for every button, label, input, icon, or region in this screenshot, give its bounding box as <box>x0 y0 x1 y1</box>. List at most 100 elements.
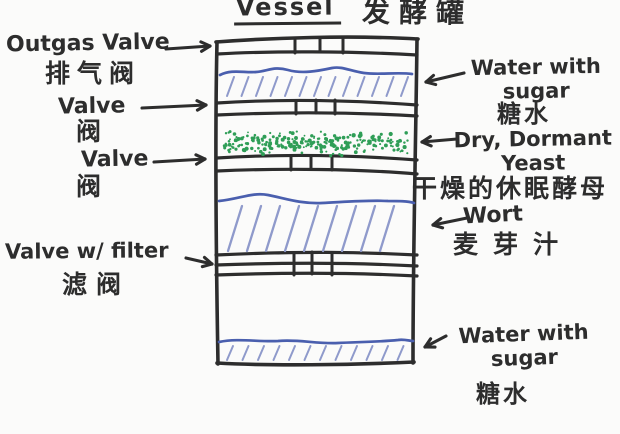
yeast-dot <box>244 146 249 151</box>
yeast-dot <box>338 136 342 140</box>
yeast-dot <box>314 145 319 150</box>
yeast-dot <box>348 133 352 137</box>
yeast-dot <box>325 142 328 145</box>
yeast-dot <box>305 145 308 148</box>
yeast-dot <box>403 141 406 144</box>
yeast-dot <box>261 143 264 146</box>
yeast-dot <box>323 133 327 137</box>
yeast-dot <box>389 138 393 142</box>
yeast-dot <box>268 151 271 154</box>
yeast-dot <box>284 146 288 150</box>
yeast-dot <box>229 138 231 141</box>
yeast-dot <box>294 136 298 140</box>
label-outgas-valve-zh: 排气阀 <box>45 59 142 88</box>
yeast-dot <box>229 147 232 151</box>
yeast-dot <box>235 136 238 139</box>
yeast-dot <box>406 152 409 155</box>
yeast-dot <box>231 142 235 146</box>
label-valve-filter-en: Valve w/ filter <box>4 238 169 264</box>
wort-section <box>217 192 416 253</box>
yeast-dot <box>278 132 281 135</box>
yeast-dot <box>302 146 305 149</box>
yeast-dot <box>329 154 333 158</box>
yeast-dot <box>227 142 232 147</box>
yeast-dot <box>306 142 310 147</box>
yeast-dot <box>404 131 408 135</box>
yeast-dot <box>276 145 279 148</box>
yeast-dot <box>322 145 327 149</box>
arrow-left-icon-water-bottom <box>423 334 448 349</box>
yeast-dot <box>295 130 298 133</box>
yeast-dot <box>309 145 312 148</box>
yeast-dot <box>268 138 272 142</box>
arrow-right-icon-outgas <box>164 40 212 53</box>
yeast-dot <box>231 146 235 149</box>
arrow-right-icon-valve1 <box>140 99 208 112</box>
yeast-dot <box>228 130 232 134</box>
label-water-sugar-top-en: Water with sugar <box>470 53 602 104</box>
yeast-dot <box>316 140 320 144</box>
yeast-dot <box>391 140 394 143</box>
yeast-dot <box>331 152 335 156</box>
yeast-dot <box>389 144 393 147</box>
label-valve-2-zh: 阀 <box>76 172 102 201</box>
yeast-dot <box>388 131 393 137</box>
yeast-dot <box>379 143 382 146</box>
yeast-dot <box>253 133 257 137</box>
yeast-dot <box>300 151 304 155</box>
yeast-dot <box>356 139 359 142</box>
yeast-dot <box>395 142 400 148</box>
arrow-left-icon-yeast <box>420 134 459 148</box>
yeast-dot <box>261 152 265 157</box>
yeast-dot <box>319 130 322 133</box>
yeast-dot <box>290 131 295 136</box>
valve-symbol-2 <box>215 153 419 176</box>
yeast-dot <box>392 148 396 152</box>
yeast-dot <box>257 146 260 150</box>
yeast-dot <box>265 140 268 144</box>
yeast-dot <box>371 134 375 138</box>
arrow-right-icon-valve2 <box>152 153 207 166</box>
yeast-dot <box>352 144 357 148</box>
yeast-dot <box>379 132 383 136</box>
yeast-dot <box>399 140 402 143</box>
diagram-title-zh: 发酵罐 <box>361 0 474 30</box>
yeast-dot <box>328 140 331 143</box>
vessel-outline <box>214 35 420 367</box>
yeast-dot <box>344 146 348 151</box>
yeast-dot <box>303 134 306 137</box>
yeast-dot <box>260 137 264 141</box>
yeast-dot <box>251 139 255 143</box>
yeast-dot <box>346 141 350 144</box>
yeast-dot <box>271 135 275 139</box>
yeast-dot <box>310 134 314 138</box>
label-wort-zh: 麦芽汁 <box>453 230 574 259</box>
label-outgas-valve-en: Outgas Valve <box>5 29 170 58</box>
yeast-dot <box>335 146 339 150</box>
yeast-dot <box>278 134 281 138</box>
valve-filter-symbol <box>214 250 419 278</box>
label-valve-1-zh: 阀 <box>76 117 102 146</box>
yeast-dot <box>386 139 390 143</box>
yeast-dot <box>222 144 226 148</box>
yeast-dot <box>291 144 297 149</box>
yeast-dot <box>332 134 337 138</box>
yeast-dot <box>380 146 384 150</box>
yeast-dot <box>387 137 390 140</box>
yeast-dot <box>356 143 361 147</box>
yeast-dot <box>286 140 291 145</box>
yeast-dot <box>288 143 293 148</box>
yeast-dot <box>240 143 244 147</box>
yeast-dot <box>366 143 369 146</box>
yeast-dot <box>362 139 365 142</box>
yeast-dot <box>262 147 267 152</box>
yeast-dot <box>406 139 409 142</box>
label-valve-2-en: Valve <box>80 146 149 173</box>
label-valve-1-en: Valve <box>57 93 126 120</box>
yeast-dot <box>343 140 348 145</box>
label-water-sugar-bottom-en: Water with sugar <box>458 319 590 372</box>
label-water-sugar-top-zh: 糖水 <box>497 100 551 128</box>
yeast-dot <box>274 141 279 145</box>
